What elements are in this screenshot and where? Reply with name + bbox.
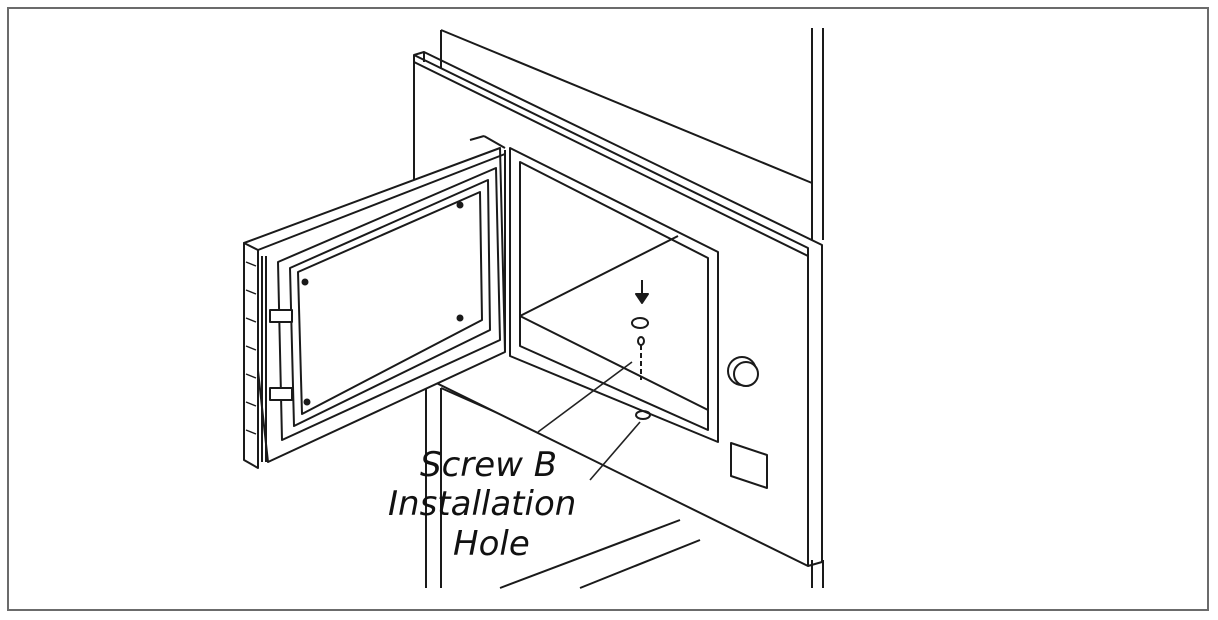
leader-line-screw [537, 361, 633, 433]
leader-line-hole [589, 421, 641, 481]
control-area [727, 356, 768, 489]
label-screw-b: Screw B [420, 445, 557, 485]
oven-cavity [504, 147, 719, 443]
label-hole: Hole [453, 524, 530, 564]
screw-b [631, 280, 651, 420]
open-door [243, 135, 506, 469]
label-installation: Installation [388, 484, 576, 524]
installation-hole [635, 410, 651, 420]
